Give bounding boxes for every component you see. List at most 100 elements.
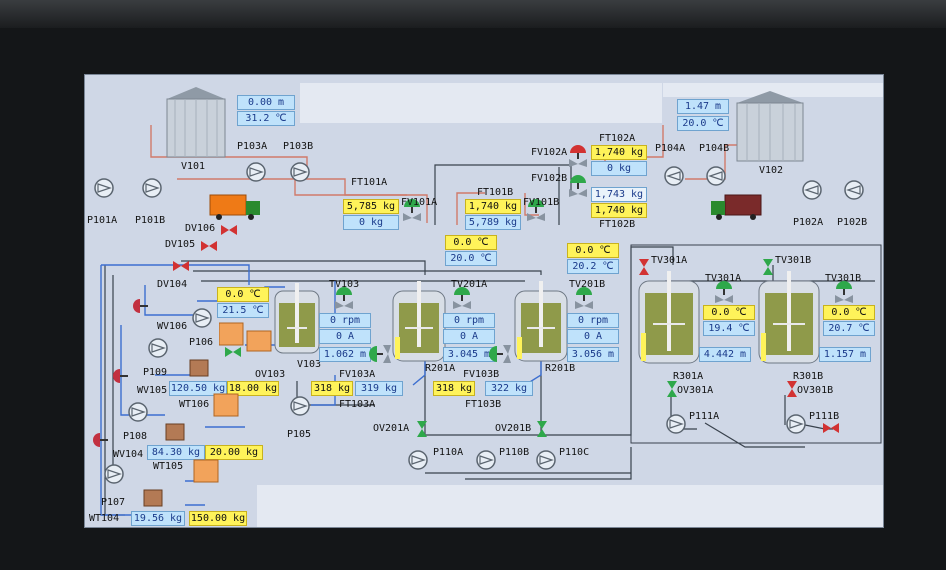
- valve-tv103-icon[interactable]: [333, 287, 355, 309]
- pump-p102b-icon[interactable]: [843, 179, 865, 201]
- r201b-setpoint-temp[interactable]: 0.0 ℃: [567, 243, 619, 258]
- valve-wv105-icon[interactable]: [111, 367, 129, 385]
- tv301a-label: TV301A: [705, 273, 742, 284]
- truck-maroon-icon: [711, 194, 762, 220]
- ft101a-setpoint[interactable]: 5,785 kg: [343, 199, 399, 214]
- ft102a-setpoint[interactable]: 1,740 kg: [591, 145, 647, 160]
- valve-dv106-icon[interactable]: [221, 223, 237, 237]
- valve-fv103a-icon[interactable]: [369, 343, 391, 365]
- pump-p111b-icon[interactable]: [785, 413, 807, 435]
- ft103a-setpoint[interactable]: 318 kg: [311, 381, 353, 396]
- reactor-r301a[interactable]: [637, 271, 701, 369]
- wt104-setpoint[interactable]: 150.00 kg: [189, 511, 247, 526]
- material-box-icon: [193, 459, 219, 483]
- pump-p105-icon[interactable]: [289, 395, 311, 417]
- valve-tv201b-icon[interactable]: [573, 287, 595, 309]
- valve-wv106-icon[interactable]: [131, 297, 149, 315]
- pump-p102a-icon[interactable]: [801, 179, 823, 201]
- valve-ov201a-icon[interactable]: [415, 421, 429, 437]
- pump-p104a-label: P104A: [655, 143, 686, 154]
- reactor-v103-label: V103: [297, 359, 322, 370]
- wt104-label: WT104: [89, 513, 120, 524]
- valve-tv301b-icon[interactable]: [833, 281, 855, 303]
- valve-ov301b-icon[interactable]: [785, 381, 799, 397]
- pump-p110a-icon[interactable]: [407, 449, 429, 471]
- r301a-setpoint-temp[interactable]: 0.0 ℃: [703, 305, 755, 320]
- valve-tv201a-icon[interactable]: [451, 287, 473, 309]
- r201a-temp: 20.0 ℃: [445, 251, 497, 266]
- valve-fv102a-icon[interactable]: [567, 145, 589, 167]
- valve-ov301a-icon[interactable]: [665, 381, 679, 397]
- valve-tv301b-top-icon[interactable]: [761, 259, 775, 275]
- valve-dv104-icon[interactable]: [173, 259, 189, 273]
- ft101b-setpoint[interactable]: 1,740 kg: [465, 199, 521, 214]
- ft101b-actual: 5,789 kg: [465, 215, 521, 230]
- hmi-screen: V101 0.00 m 31.2 ℃ V102 1.47 m 20.0 ℃ P1…: [84, 74, 884, 528]
- material-box-icon: [219, 322, 272, 352]
- pump-p109-icon[interactable]: [147, 337, 169, 359]
- pump-p111a-label: P111A: [689, 411, 720, 422]
- reactor-r201b[interactable]: [513, 281, 569, 369]
- pump-p101b-icon[interactable]: [141, 177, 163, 199]
- valve-fv103b-icon[interactable]: [489, 343, 511, 365]
- tv201a-label: TV201A: [451, 279, 488, 290]
- reactor-v103[interactable]: [273, 283, 323, 363]
- valve-fv101a-icon[interactable]: [401, 199, 423, 221]
- pump-p111a-icon[interactable]: [665, 413, 687, 435]
- pump-p108-icon[interactable]: [127, 401, 149, 423]
- ft101a-label: FT101A: [351, 177, 388, 188]
- valve-dv105-icon[interactable]: [201, 239, 217, 253]
- reactor-r301b[interactable]: [757, 271, 821, 369]
- fv101a-label: FV101A: [401, 197, 438, 208]
- pump-p104b-icon[interactable]: [705, 165, 727, 187]
- pump-p101a-icon[interactable]: [93, 177, 115, 199]
- r201b-amp: 0 A: [567, 329, 619, 344]
- v101-level-value: 0.00 m: [237, 95, 295, 110]
- ft103b-setpoint[interactable]: 318 kg: [433, 381, 475, 396]
- wt105-actual: 84.30 kg: [147, 445, 205, 460]
- tv201b-label: TV201B: [569, 279, 606, 290]
- v103-setpoint-temp[interactable]: 0.0 ℃: [217, 287, 269, 302]
- r301b-setpoint-temp[interactable]: 0.0 ℃: [823, 305, 875, 320]
- valve-tv301a-icon[interactable]: [713, 281, 735, 303]
- pump-p103a-icon[interactable]: [245, 161, 267, 183]
- pump-p108-label: P108: [123, 431, 148, 442]
- silo-v101[interactable]: [163, 85, 229, 159]
- ft102a-label: FT102A: [599, 133, 636, 144]
- pump-p110c-icon[interactable]: [535, 449, 557, 471]
- pump-p107-icon[interactable]: [103, 463, 125, 485]
- wt106-setpoint[interactable]: 18.00 kg: [227, 381, 279, 396]
- wt105-setpoint[interactable]: 20.00 kg: [205, 445, 263, 460]
- v102-temp-value: 20.0 ℃: [677, 116, 729, 131]
- ov201b-label: OV201B: [495, 423, 532, 434]
- silo-v102-label: V102: [759, 165, 784, 176]
- fv103b-label: FV103B: [463, 369, 500, 380]
- v103-temp: 21.5 ℃: [217, 303, 269, 318]
- pump-p111b-label: P111B: [809, 411, 840, 422]
- pump-p106-wv106-icon[interactable]: [191, 307, 213, 329]
- ft102b-setpoint[interactable]: 1,740 kg: [591, 203, 647, 218]
- pump-p110b-icon[interactable]: [475, 449, 497, 471]
- pump-p101b-label: P101B: [135, 215, 166, 226]
- r201a-setpoint-temp[interactable]: 0.0 ℃: [445, 235, 497, 250]
- valve-wv104-icon[interactable]: [91, 431, 109, 449]
- valve-ov201b-icon[interactable]: [535, 421, 549, 437]
- pump-p103b-icon[interactable]: [289, 161, 311, 183]
- ft102b-label: FT102B: [599, 219, 636, 230]
- pump-p104a-icon[interactable]: [663, 165, 685, 187]
- tv103-label: TV103: [329, 279, 360, 290]
- ft101a-actual: 0 kg: [343, 215, 399, 230]
- v101-temp-value: 31.2 ℃: [237, 111, 295, 126]
- silo-v101-label: V101: [181, 161, 206, 172]
- valve-ov103-icon[interactable]: [225, 345, 241, 359]
- pump-p103a-label: P103A: [237, 141, 268, 152]
- valve-fv102b-icon[interactable]: [567, 175, 589, 197]
- silo-v102[interactable]: [733, 89, 807, 163]
- pump-p102a-label: P102A: [793, 217, 824, 228]
- valve-fv101b-icon[interactable]: [525, 199, 547, 221]
- fv102b-label: FV102B: [531, 173, 568, 184]
- valve-tv301a-top-icon[interactable]: [637, 259, 651, 275]
- ov301a-label: OV301A: [677, 385, 714, 396]
- valve-p111b-outlet-icon[interactable]: [823, 421, 839, 435]
- reactor-r201a[interactable]: [391, 281, 447, 369]
